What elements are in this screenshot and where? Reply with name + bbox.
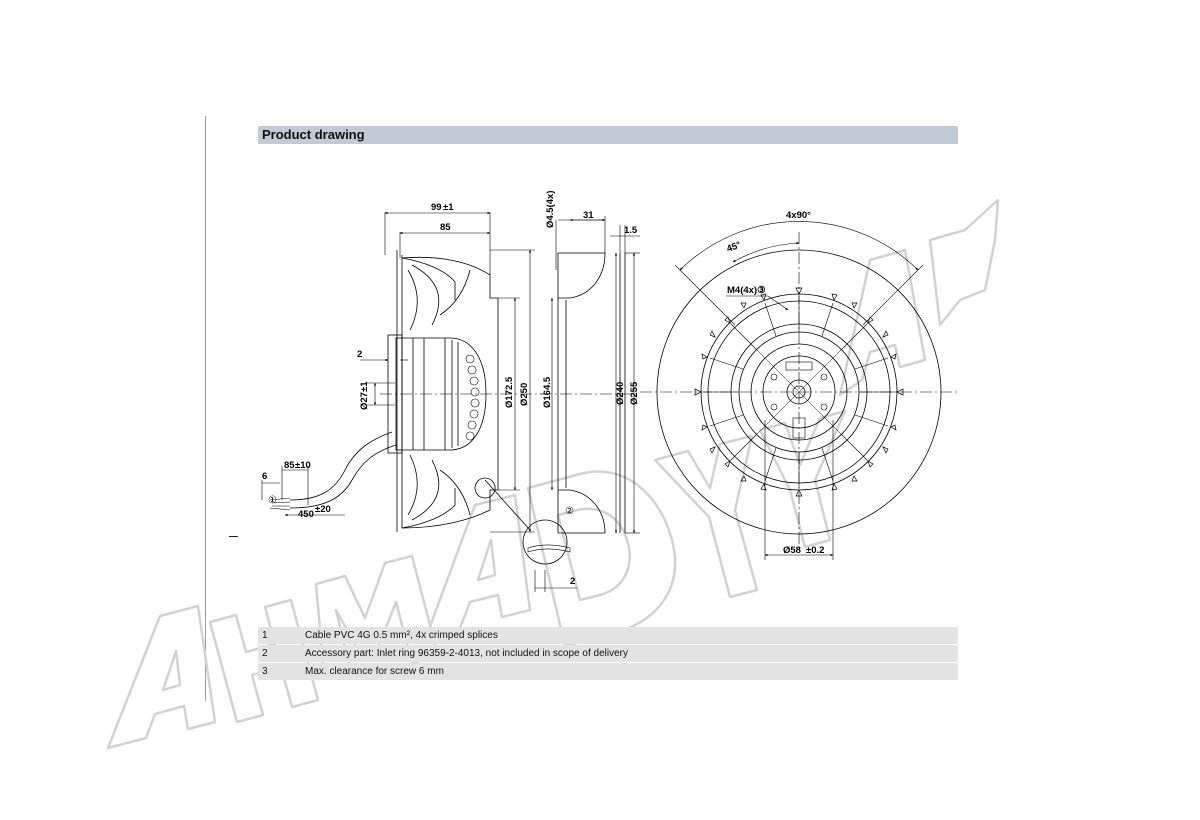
dim-angle-45: 45° xyxy=(725,240,742,255)
dim-cable-strip-85-tol: ±10 xyxy=(295,460,311,471)
dim-dia-58: Ø58 xyxy=(783,545,801,556)
note-text: Cable PVC 4G 0.5 mm², 4x crimped splices xyxy=(305,630,498,641)
dim-dia-240: Ø240 xyxy=(615,382,626,405)
dim-dia-255: Ø255 xyxy=(629,381,640,405)
margin-rule xyxy=(205,116,206,701)
dim-cable-length-tol: ±20 xyxy=(315,504,331,515)
dim-detail-gap-2: 2 xyxy=(570,576,575,587)
note-number: 3 xyxy=(262,666,268,677)
side-view-dimensions xyxy=(261,211,577,592)
front-view-dimensions xyxy=(674,221,924,560)
dim-overall-depth: 99 xyxy=(431,202,442,213)
dim-angle-4x90: 4x90° xyxy=(786,210,811,221)
note-number: 2 xyxy=(262,648,268,659)
dim-ring-31: 31 xyxy=(583,210,594,221)
note-row: 1 Cable PVC 4G 0.5 mm², 4x crimped splic… xyxy=(258,627,958,644)
note-text: Accessory part: Inlet ring 96359-2-4013,… xyxy=(305,648,628,659)
note-row: 3 Max. clearance for screw 6 mm xyxy=(258,663,958,680)
dim-cable-strip-6: 6 xyxy=(262,471,267,482)
dim-dia-27-tol: ±1 xyxy=(359,381,370,392)
dim-dia-172-5: Ø172.5 xyxy=(504,376,515,408)
dim-gap-2: 2 xyxy=(357,349,362,360)
dim-cable-strip-85: 85 xyxy=(284,460,295,471)
side-view xyxy=(269,250,571,565)
inlet-ring-dimension-labels: Ø4.5(4x) 31 1.5 Ø164.5 Ø240 Ø255 ② xyxy=(542,191,640,518)
dim-ring-1-5: 1.5 xyxy=(624,225,638,236)
margin-tick xyxy=(229,536,238,537)
dim-dia-250: Ø250 xyxy=(519,383,530,406)
dim-hole-dia: Ø4.5(4x) xyxy=(545,191,556,229)
dim-dia-164-5: Ø164.5 xyxy=(542,376,553,408)
inlet-ring-view xyxy=(540,252,640,534)
front-view-dimension-labels: 4x90° 45° M4(4x)③ Ø58 ±0.2 xyxy=(725,210,824,556)
inlet-ring-dimensions xyxy=(550,216,640,534)
dim-thread: M4(4x)③ xyxy=(727,285,766,296)
callout-1: ① xyxy=(268,495,277,506)
dim-dia-27: Ø27 xyxy=(359,392,370,410)
front-view-teeth xyxy=(694,287,904,497)
dim-depth-85: 85 xyxy=(440,222,451,233)
notes-table: 1 Cable PVC 4G 0.5 mm², 4x crimped splic… xyxy=(258,627,958,681)
note-text: Max. clearance for screw 6 mm xyxy=(305,666,444,677)
note-row: 2 Accessory part: Inlet ring 96359-2-401… xyxy=(258,645,958,662)
section-header: Product drawing xyxy=(258,126,958,144)
callout-2: ② xyxy=(565,506,574,517)
dim-cable-length: 450 xyxy=(298,509,314,520)
note-number: 1 xyxy=(262,630,268,641)
dim-dia-58-tol: ±0.2 xyxy=(806,545,824,556)
section-title: Product drawing xyxy=(262,127,365,142)
dim-overall-depth-tol: ±1 xyxy=(443,202,454,213)
side-view-dimension-labels: 99 ±1 85 2 Ø27 ±1 Ø172.5 Ø250 6 85 ±10 4… xyxy=(262,202,575,587)
front-view-spokes xyxy=(703,296,895,488)
